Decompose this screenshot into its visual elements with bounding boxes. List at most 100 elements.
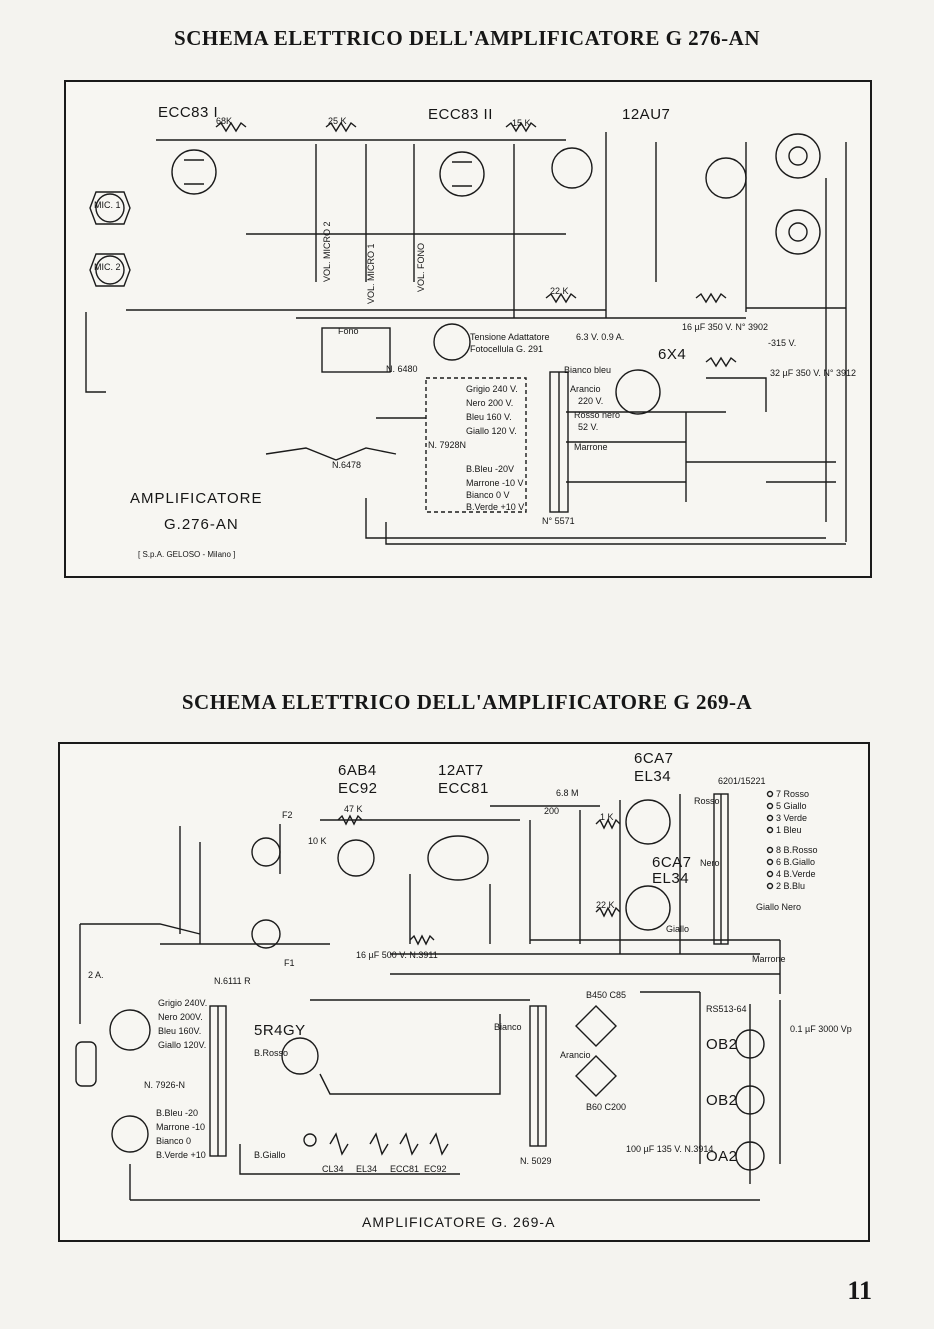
- label-rs513: RS513-64: [706, 1004, 747, 1014]
- label-c100: 100 µF 135 V. N.3914: [626, 1144, 714, 1154]
- label-mains-1: Grigio 240V.: [158, 998, 208, 1008]
- label-nero: Nero: [700, 858, 720, 868]
- label-bgiallo: B.Giallo: [254, 1150, 286, 1160]
- label-rosso: Rosso: [694, 796, 720, 806]
- label-heater-ec92: EC92: [424, 1164, 447, 1174]
- schematic-g276an: ECC83 I ECC83 II 12AU7 6X4 MIC. 1 MIC. 2…: [64, 80, 872, 578]
- label-arancio: Arancio: [560, 1050, 591, 1060]
- schematic-g269a: 6AB4 EC92 12AT7 ECC81 6CA7 EL34 6CA7 EL3…: [58, 742, 870, 1242]
- label-tap-8: 2 B.Blu: [776, 881, 806, 891]
- label-low-1: B.Bleu -20: [156, 1108, 199, 1118]
- label-1k: 1 K: [600, 812, 614, 822]
- page-title-top: SCHEMA ELETTRICO DELL'AMPLIFICATORE G 27…: [174, 26, 760, 50]
- credit-geloso: [ S.p.A. GELOSO - Milano ]: [138, 550, 236, 559]
- label-16uf: 16 µF 350 V. N° 3902: [682, 322, 769, 332]
- label-rosso-nero: Rosso nero: [574, 410, 621, 420]
- label-c200: 200: [544, 806, 560, 816]
- label-n6480: N. 6480: [386, 364, 418, 374]
- label-heater-cl34: CL34: [322, 1164, 344, 1174]
- schematic-top-drawing: [85, 121, 847, 545]
- caption-line2: G.276-AN: [164, 516, 239, 533]
- label-ob2-b: OB2: [706, 1092, 738, 1109]
- page-number: 11: [847, 1276, 872, 1305]
- label-low-3: Bianco 0: [156, 1136, 192, 1146]
- tube-label-6ca7-a: 6CA7: [634, 750, 674, 767]
- label-tap-7: 4 B.Verde: [776, 869, 816, 879]
- label-10k: 10 K: [308, 836, 327, 846]
- tube-label-ecc81: ECC81: [438, 780, 489, 797]
- label-tap-3: 3 Verde: [776, 813, 808, 823]
- label-n5571: N° 5571: [542, 516, 575, 526]
- label-marrone: Marrone: [752, 954, 786, 964]
- schematic-bottom-drawing: [75, 790, 781, 1201]
- label-out-transformer: 6201/15221: [718, 776, 766, 786]
- label-315v: -315 V.: [768, 338, 797, 348]
- label-fotocellula: Fotocellula G. 291: [470, 344, 544, 354]
- label-32uf: 32 µF 350 V. N° 3912: [770, 368, 857, 378]
- label-tap-2: 5 Giallo: [776, 801, 807, 811]
- label-c16: 16 µF 500 V. N.3911: [356, 950, 438, 960]
- label-brosso: B.Rosso: [254, 1048, 289, 1058]
- label-ob2-a: OB2: [706, 1036, 738, 1053]
- label-bianco: Bianco: [494, 1022, 522, 1032]
- label-mic2: MIC. 2: [94, 262, 121, 272]
- tube-label-12au7: 12AU7: [622, 106, 671, 123]
- label-bbleu: B.Bleu -20V: [466, 464, 515, 474]
- label-heater-ecc81: ECC81: [390, 1164, 420, 1174]
- tube-label-ec92: EC92: [338, 780, 378, 797]
- label-68k: 68K: [216, 116, 233, 126]
- label-mic1: MIC. 1: [94, 200, 121, 210]
- label-mains-4: Giallo 120V.: [158, 1040, 207, 1050]
- tube-label-6ca7-b: 6CA7: [652, 854, 692, 871]
- page-title-bottom: SCHEMA ELETTRICO DELL'AMPLIFICATORE G 26…: [181, 690, 753, 714]
- label-marrone: Marrone: [574, 442, 608, 452]
- label-f1: F1: [284, 958, 295, 968]
- label-vol-fono: VOL. FONO: [416, 242, 426, 292]
- label-fuse: 2 A.: [88, 970, 104, 980]
- label-giallo: Giallo 120 V.: [466, 426, 517, 436]
- label-n6111: N.6111 R: [214, 976, 251, 986]
- label-tap-6: 6 B.Giallo: [776, 857, 816, 867]
- label-mains-2: Nero 200V.: [158, 1012, 203, 1022]
- caption-g269a: AMPLIFICATORE G. 269-A: [362, 1214, 556, 1230]
- tube-label-6x4: 6X4: [658, 346, 687, 363]
- label-tap-1: 7 Rosso: [776, 789, 810, 799]
- label-giallo: Giallo: [666, 924, 690, 934]
- label-25k: 25 K: [328, 116, 347, 126]
- label-vol-micro2: VOL. MICRO 2: [322, 221, 332, 282]
- label-22k: 22 K: [596, 900, 615, 910]
- label-fono: Fono: [338, 326, 359, 336]
- tube-label-el34-a: EL34: [634, 768, 672, 785]
- tube-label-5r4gy: 5R4GY: [254, 1022, 306, 1039]
- label-c01: 0.1 µF 3000 Vp: [790, 1024, 852, 1034]
- label-n6478: N.6478: [332, 460, 362, 470]
- label-bianco-0: Bianco 0 V: [466, 490, 510, 500]
- label-n5029: N. 5029: [520, 1156, 552, 1166]
- label-b60: B60 C200: [586, 1102, 627, 1112]
- caption-line1: AMPLIFICATORE: [130, 490, 263, 507]
- label-bverde: B.Verde +10 V: [466, 502, 525, 512]
- label-low-4: B.Verde +10: [156, 1150, 206, 1160]
- tube-label-ecc83-2: ECC83 II: [428, 106, 493, 123]
- label-marrone-10: Marrone -10 V: [466, 478, 524, 488]
- label-68m: 6.8 M: [556, 788, 579, 798]
- label-oa2: OA2: [706, 1148, 738, 1165]
- label-bianco-bleu: Bianco bleu: [564, 365, 612, 375]
- label-47k: 47 K: [344, 804, 363, 814]
- label-mains-3: Bleu 160V.: [158, 1026, 202, 1036]
- label-tensione: Tensione Adattatore: [470, 332, 550, 342]
- label-vol-micro1: VOL. MICRO 1: [366, 243, 376, 304]
- label-52v: 52 V.: [578, 422, 599, 432]
- label-b450: B450 C85: [586, 990, 627, 1000]
- label-22k: 22 K: [550, 286, 569, 296]
- label-grigio: Grigio 240 V.: [466, 384, 518, 394]
- tube-label-ecc83-1: ECC83 I: [158, 104, 219, 121]
- tube-label-12at7: 12AT7: [438, 762, 484, 779]
- label-heater-el34: EL34: [356, 1164, 378, 1174]
- label-nero: Nero 200 V.: [466, 398, 514, 408]
- label-tap-4: 1 Bleu: [776, 825, 802, 835]
- label-tap-5: 8 B.Rosso: [776, 845, 818, 855]
- label-arancio: Arancio: [570, 384, 601, 394]
- label-220v: 220 V.: [578, 396, 604, 406]
- tube-label-6ab4: 6AB4: [338, 762, 377, 779]
